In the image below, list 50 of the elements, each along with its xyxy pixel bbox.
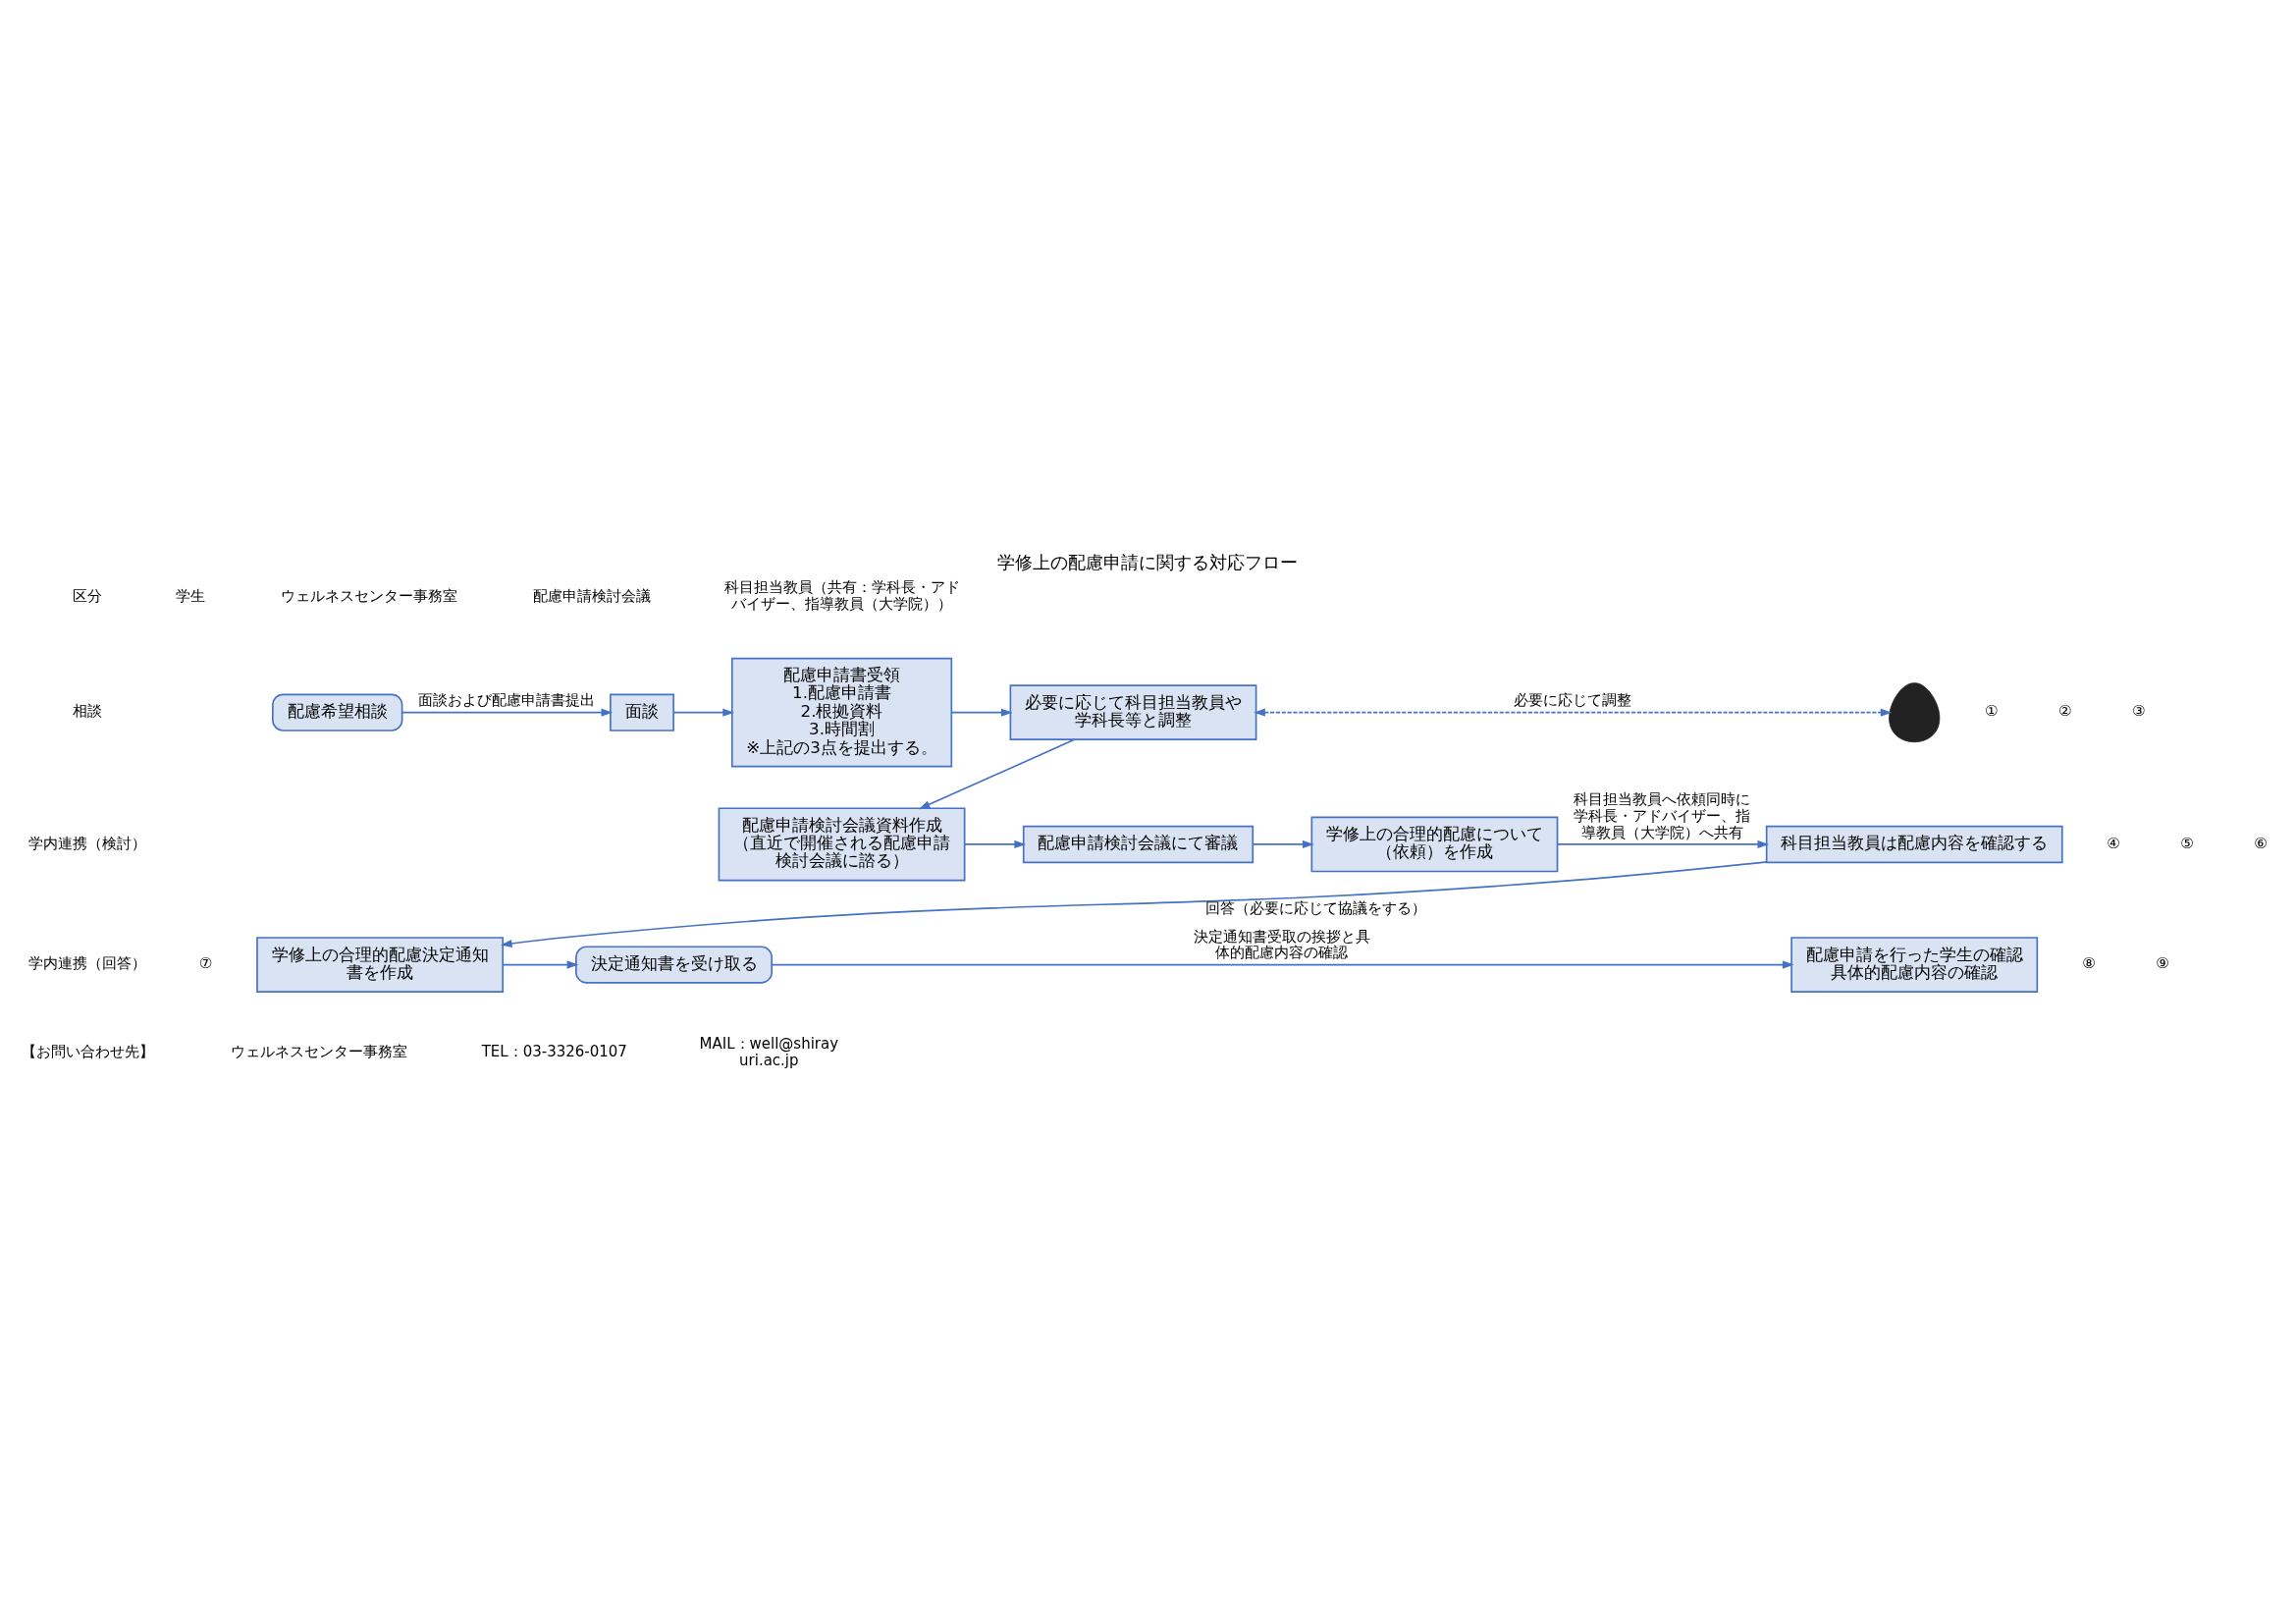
label: 【お問い合わせ先】 — [21, 1043, 154, 1061]
node-box: 学修上の合理的配慮決定通知書を作成 — [256, 937, 505, 993]
edge-label: 必要に応じて調整 — [1514, 691, 1632, 710]
node-box: 配慮申請検討会議にて審議 — [1022, 825, 1255, 864]
label: ⑦ — [198, 954, 213, 973]
edge-label: 回答（必要に応じて協議をする） — [1205, 898, 1427, 917]
arrow — [950, 708, 1013, 717]
node-box: 必要に応じて科目担当教員や学科長等と調整 — [1009, 684, 1257, 740]
edge-label: 決定通知書受取の挨拶と具体的配慮内容の確認 — [1193, 927, 1370, 962]
arrow — [964, 839, 1027, 849]
label: 配慮申請検討会議 — [533, 586, 652, 605]
label: ② — [2057, 702, 2072, 721]
edge-label: 科目担当教員へ依頼同時に学科長・アドバイザー、指導教員（大学院）へ共有 — [1574, 790, 1751, 841]
label: 学生 — [176, 586, 206, 605]
label: MAIL：well@shirayuri.ac.jp — [699, 1034, 839, 1069]
node-box: 決定通知書を受け取る — [575, 946, 774, 984]
node-person — [1889, 682, 1941, 743]
arrow — [401, 708, 614, 717]
node-box: 配慮申請検討会議資料作成 （直近で開催される配慮申請検討会議に諮る） — [718, 807, 966, 882]
node-box: 面談 — [610, 693, 674, 731]
arrow — [1252, 839, 1314, 849]
arrow — [918, 738, 1076, 810]
label: ⑧ — [2082, 954, 2096, 973]
arrow — [1556, 839, 1770, 849]
label: 相談 — [73, 702, 103, 721]
label: ⑥ — [2254, 834, 2268, 852]
node-box: 配慮申請書受領 1.配慮申請書 2.根拠資料 3.時間割 ※上記の3点を提出する。 — [730, 657, 953, 768]
edge-label: 面談および配慮申請書提出 — [417, 691, 595, 710]
label: 科目担当教員（共有：学科長・アドバイザー、指導教員（大学院）） — [723, 578, 960, 614]
node-box: 配慮希望相談 — [272, 693, 403, 731]
label: 学内連携（回答） — [28, 954, 147, 973]
label: ⑨ — [2156, 954, 2169, 973]
label: 区分 — [73, 586, 103, 605]
node-box: 配慮申請を行った学生の確認 具体的配慮内容の確認 — [1790, 937, 2039, 993]
label: 学内連携（検討） — [28, 834, 147, 852]
label: TEL：03-3326-0107 — [481, 1043, 627, 1061]
arrow — [502, 960, 579, 969]
diagram-title: 学修上の配慮申請に関する対応フロー — [997, 552, 1299, 573]
label: ① — [1984, 702, 1999, 721]
arrow — [500, 860, 1768, 947]
arrow — [771, 960, 1794, 969]
label: ウェルネスセンター事務室 — [230, 1043, 407, 1061]
label: ③ — [2132, 702, 2146, 721]
arrow — [672, 708, 734, 717]
label: ウェルネスセンター事務室 — [281, 586, 458, 605]
label: ⑤ — [2180, 834, 2194, 852]
node-box: 学修上の合理的配慮について（依頼）を作成 — [1310, 816, 1559, 873]
label: ④ — [2107, 834, 2120, 852]
node-box: 科目担当教員は配慮内容を確認する — [1765, 825, 2063, 864]
arrow — [1254, 708, 1893, 717]
